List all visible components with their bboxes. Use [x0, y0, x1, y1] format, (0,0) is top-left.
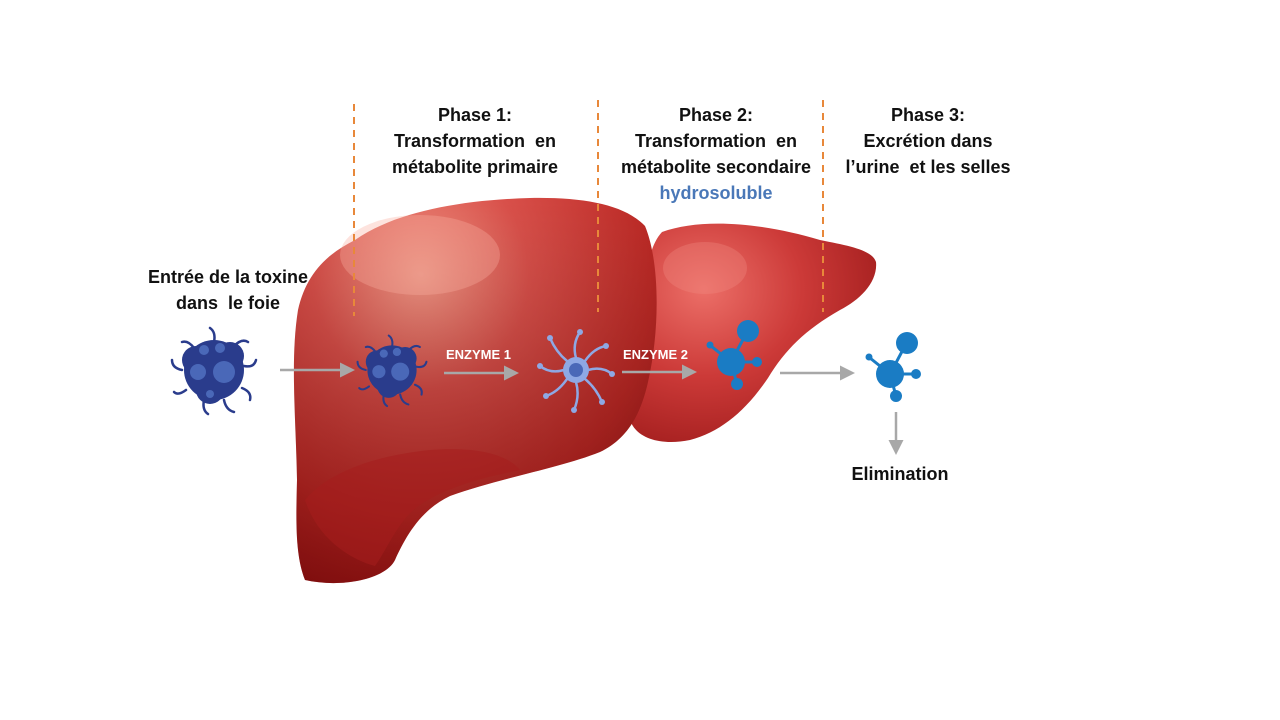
phase2-line1: Transformation en	[634, 131, 798, 151]
phase1-line1: Transformation en	[393, 131, 557, 151]
phase3-line1: Excrétion dans	[863, 131, 993, 151]
phase1-line2: métabolite primaire	[391, 157, 559, 177]
entry-line1: Entrée de la toxine	[147, 267, 309, 287]
phase2-line2: métabolite secondaire	[620, 157, 812, 177]
liver-lower-fold	[305, 449, 520, 566]
phase2-highlight: hydrosoluble	[659, 183, 773, 203]
phase3-label: Phase 3: Excrétion dans l’urine et les s…	[818, 102, 1038, 180]
secondary-metabolite-molecule-icon	[706, 320, 762, 390]
phase3-heading: Phase 3:	[890, 105, 966, 125]
primary-metabolite-icon	[537, 329, 615, 413]
liver-left-lobe-highlight	[340, 215, 500, 295]
liver-right-lobe-highlight	[663, 242, 747, 294]
entry-line2: dans le foie	[175, 293, 281, 313]
enzyme2-label: ENZYME 2	[623, 347, 689, 362]
phase1-heading: Phase 1:	[437, 105, 513, 125]
elimination-label: Elimination	[851, 464, 949, 484]
phase2-label: Phase 2: Transformation en métabolite se…	[606, 102, 826, 206]
entry-label: Entrée de la toxine dans le foie	[130, 264, 326, 316]
toxin-in-liver-icon	[356, 334, 428, 408]
phase2-heading: Phase 2:	[678, 105, 754, 125]
excreted-molecule-icon	[865, 332, 921, 402]
phase1-label: Phase 1: Transformation en métabolite pr…	[365, 102, 585, 180]
toxin-virus-icon	[170, 326, 258, 416]
phase3-line2: l’urine et les selles	[845, 157, 1011, 177]
enzyme1-label: ENZYME 1	[446, 347, 512, 362]
